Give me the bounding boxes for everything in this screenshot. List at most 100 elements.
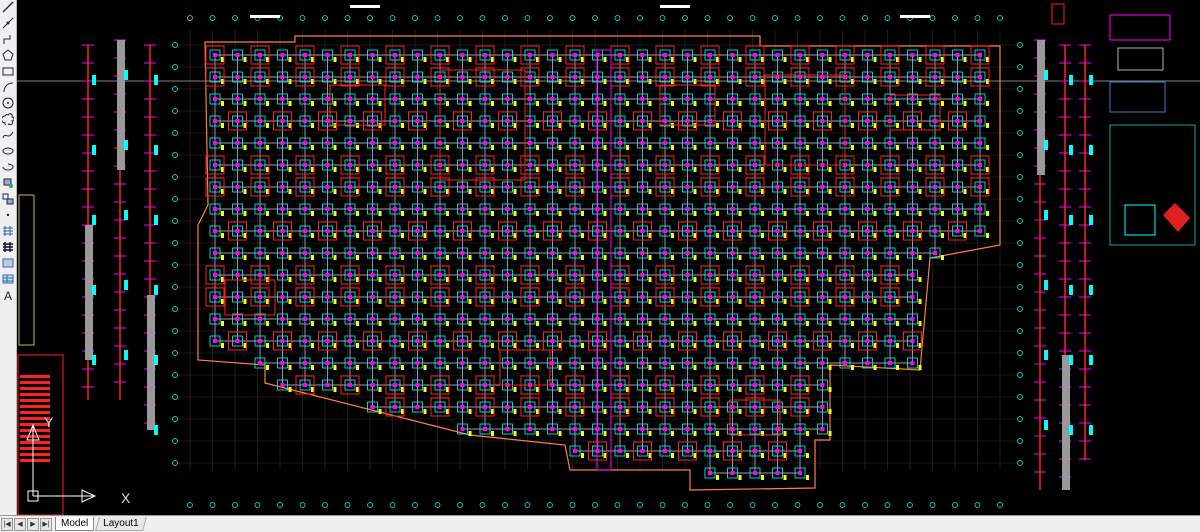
region-icon	[2, 257, 14, 272]
column-tag	[806, 57, 809, 62]
gradient-tool-button[interactable]	[1, 241, 15, 255]
column-core	[550, 361, 555, 365]
wall	[678, 441, 697, 461]
column	[907, 203, 918, 215]
wall	[408, 111, 427, 131]
column-tag	[671, 101, 674, 106]
column-tag	[401, 79, 404, 84]
circle-tool-button[interactable]	[1, 97, 15, 111]
column	[479, 357, 491, 369]
column-core	[685, 339, 690, 343]
gradient-icon	[2, 241, 14, 256]
ellipse-arc-tool-button[interactable]	[1, 161, 15, 175]
column	[727, 357, 738, 369]
column-core	[730, 251, 735, 255]
column-tag	[356, 387, 359, 392]
column-tag	[243, 79, 247, 84]
prev-tab-button[interactable]: ◀	[14, 517, 26, 531]
column-tag	[491, 123, 494, 128]
region-tool-button[interactable]	[1, 257, 15, 271]
grid-bubble	[232, 15, 238, 21]
column	[232, 203, 243, 215]
column-core	[910, 207, 915, 211]
wall	[745, 375, 765, 395]
column-tag	[536, 321, 539, 326]
column-core	[910, 53, 915, 57]
column	[344, 71, 356, 83]
next-tab-button[interactable]: ▶	[27, 517, 39, 531]
column-core	[573, 449, 577, 453]
line-tool-button[interactable]	[1, 1, 15, 15]
column-core	[843, 295, 847, 299]
column-core	[708, 339, 712, 343]
core-zone	[729, 399, 781, 436]
column-tag	[581, 145, 584, 150]
grid-bubble	[704, 15, 711, 21]
column	[457, 313, 468, 325]
column-core	[303, 229, 307, 233]
column	[772, 423, 783, 435]
column-core	[505, 405, 510, 409]
column-core	[505, 229, 510, 233]
grid-bubble	[1017, 240, 1023, 246]
column-tag	[378, 79, 382, 84]
column-core	[663, 295, 667, 299]
column-core	[618, 317, 622, 321]
column-tag	[401, 189, 404, 194]
column	[704, 137, 716, 149]
column	[794, 423, 806, 435]
polygon-tool-button[interactable]	[1, 48, 15, 63]
spline-tool-button[interactable]	[1, 129, 15, 143]
column-tag	[671, 57, 674, 62]
wall	[970, 45, 990, 65]
section-mark	[1089, 215, 1093, 225]
wall	[970, 155, 990, 175]
hatch-tool-button[interactable]	[1, 225, 15, 239]
construction-line-tool-button[interactable]	[1, 17, 15, 31]
column-core	[730, 97, 735, 101]
column	[277, 181, 288, 193]
column-tag	[761, 145, 764, 150]
column	[659, 291, 671, 303]
column-core	[213, 97, 217, 101]
section-mark	[154, 355, 158, 365]
column	[232, 335, 243, 347]
column-tag	[581, 431, 584, 436]
column	[389, 225, 401, 237]
column	[749, 335, 761, 347]
table-tool-button[interactable]	[1, 273, 15, 287]
column	[727, 379, 738, 391]
arc-tool-button[interactable]	[1, 81, 15, 95]
column-tag	[266, 101, 269, 106]
insert-block-tool-button[interactable]	[1, 177, 15, 191]
column-core	[618, 427, 622, 431]
tab-model[interactable]: Model	[55, 517, 95, 531]
column	[682, 291, 693, 303]
tab-layout1[interactable]: Layout1	[95, 517, 147, 531]
column-core	[460, 185, 465, 189]
column	[389, 137, 401, 149]
polyline-tool-button[interactable]	[1, 33, 15, 47]
column-core	[798, 383, 802, 387]
column-core	[955, 185, 960, 189]
column-core	[213, 207, 217, 211]
point-tool-button[interactable]	[1, 209, 15, 223]
last-tab-button[interactable]: ▶|	[40, 517, 52, 531]
column-core	[730, 449, 735, 453]
column-core	[753, 75, 757, 79]
column	[862, 71, 873, 83]
ellipse-tool-button[interactable]	[1, 145, 15, 159]
column-tag	[513, 343, 517, 348]
column-core	[730, 361, 735, 365]
column-tag	[671, 255, 674, 260]
revision-cloud-tool-button[interactable]	[1, 112, 15, 127]
make-block-tool-button[interactable]	[1, 193, 15, 207]
rectangle-tool-button[interactable]	[1, 65, 15, 79]
drawing-canvas[interactable]: Y X	[17, 0, 1200, 515]
column	[209, 159, 221, 171]
column	[929, 71, 941, 83]
column-core	[550, 273, 555, 277]
grid-bubble	[172, 64, 178, 70]
multiline-text-tool-button[interactable]: A	[1, 289, 15, 303]
first-tab-button[interactable]: |◀	[1, 517, 13, 531]
